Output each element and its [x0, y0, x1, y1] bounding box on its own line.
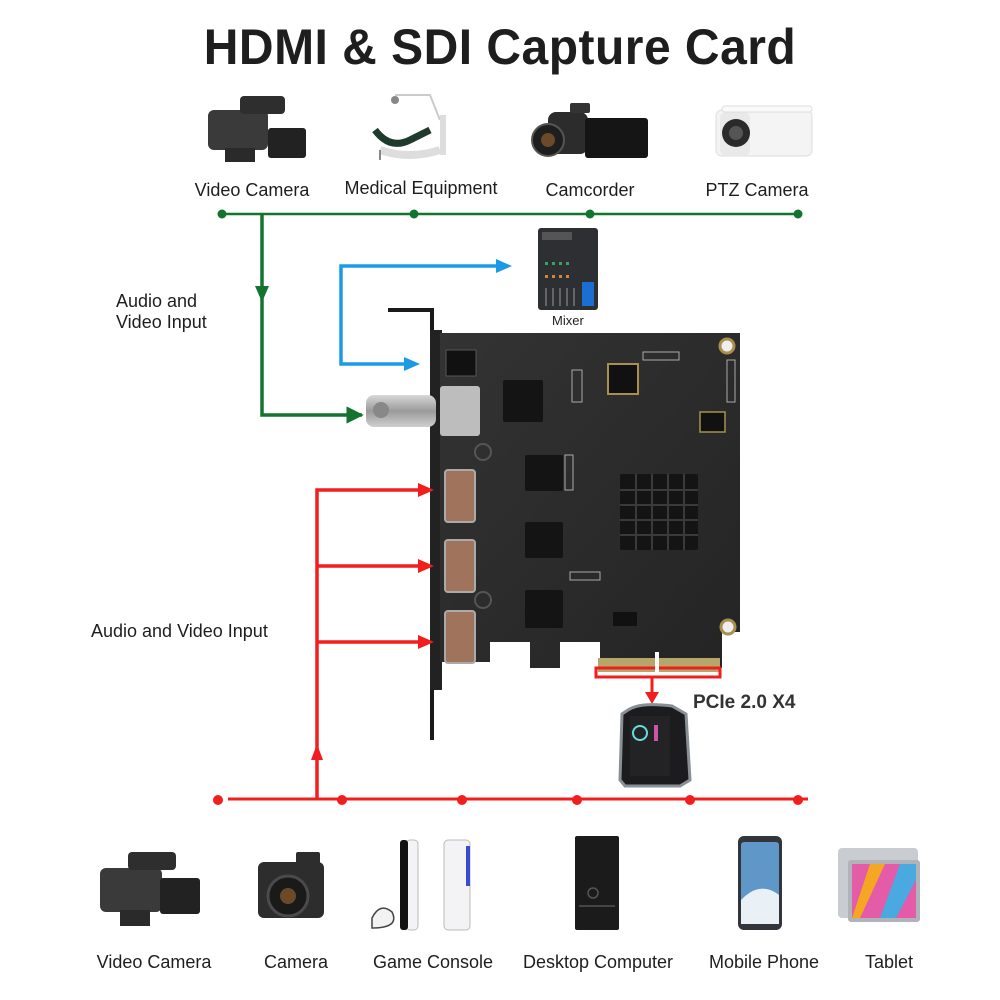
bottom-source-label: Desktop Computer	[522, 952, 674, 972]
top-video-camera-icon	[208, 96, 306, 162]
bnc-connector	[366, 395, 436, 427]
hdmi-input-lines	[311, 483, 434, 800]
top-source-label: Medical Equipment	[344, 178, 498, 198]
bottom-source-label: Game Console	[372, 952, 494, 972]
top-medical-equipment-icon	[372, 94, 446, 160]
mixer-icon	[538, 228, 598, 310]
sdi-input-line	[260, 215, 364, 424]
mixer-label: Mixer	[552, 313, 584, 328]
top-ptz-camera-icon	[715, 105, 813, 157]
pc-tower-icon	[618, 703, 692, 788]
capture-card	[366, 308, 740, 740]
bottom-video-camera-icon	[100, 852, 200, 926]
sdi-input-label-line1: Audio and	[116, 291, 198, 311]
bottom-source-label: Tablet	[864, 952, 914, 972]
top-source-label: PTZ Camera	[705, 180, 809, 200]
top-source-label: Camcorder	[545, 180, 635, 200]
bottom-camera-icon	[258, 852, 324, 918]
bottom-mobile-phone-icon	[738, 836, 782, 930]
sdi-input-label: Audio and Video Input	[116, 291, 207, 333]
bottom-source-label: Mobile Phone	[708, 952, 820, 972]
top-camcorder-icon	[531, 103, 648, 158]
bottom-tablet-icon	[838, 848, 920, 922]
pcie-interface-label: PCIe 2.0 X4	[693, 692, 796, 713]
top-source-label: Video Camera	[194, 180, 310, 200]
audio-loop-line	[339, 264, 500, 366]
bottom-source-label: Video Camera	[96, 952, 212, 972]
hdmi-input-label: Audio and Video Input	[91, 621, 268, 641]
sdi-input-label-line2: Video Input	[116, 312, 207, 332]
bottom-source-label: Camera	[263, 952, 329, 972]
bottom-game-console-icon	[371, 839, 471, 931]
page-title: HDMI & SDI Capture Card	[203, 19, 797, 75]
bottom-desktop-computer-icon	[575, 836, 619, 930]
